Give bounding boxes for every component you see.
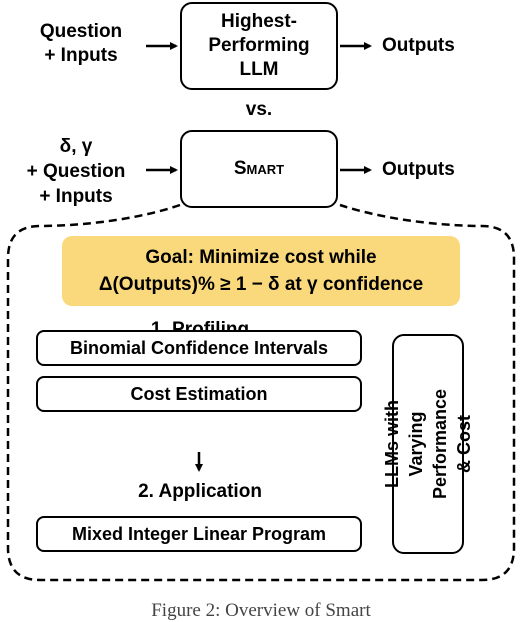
figure-caption: Figure 2: Overview of Smart (151, 600, 371, 621)
llm-pool-box: LLMs with Varying Performance & Cost (382, 334, 474, 554)
smart-box: Smart (180, 130, 338, 208)
milp-box: Mixed Integer Linear Program (36, 516, 362, 552)
question-inputs-label: Question + Inputs (39, 21, 123, 66)
goal-line-1: Goal: Minimize cost while (145, 247, 377, 268)
highest-performing-llm-box: Highest- Performing LLM (180, 2, 338, 90)
llm-pool-label: LLMs with Varying Performance & Cost (382, 388, 474, 500)
binomial-confidence-intervals-box: Binomial Confidence Intervals (36, 330, 362, 366)
smart-outputs-label: Outputs (382, 159, 455, 180)
smart-detail-dashed-outline (6, 203, 516, 582)
binomial-confidence-intervals-label: Binomial Confidence Intervals (69, 337, 329, 358)
top-outputs-label: Outputs (382, 35, 455, 56)
cost-estimation-label: Cost Estimation (130, 383, 268, 404)
delta-gamma-question-inputs-label: δ, γ + Question + Inputs (26, 136, 126, 207)
cost-estimation-box: Cost Estimation (36, 376, 362, 412)
versus-label: vs. (245, 99, 273, 120)
goal-line-2: Δ(Outputs)% ≥ 1 − δ at γ confidence (98, 274, 424, 295)
application-heading: 2. Application (138, 481, 262, 502)
milp-label: Mixed Integer Linear Program (71, 523, 327, 544)
goal-box: Goal: Minimize cost while Δ(Outputs)% ≥ … (62, 236, 460, 306)
